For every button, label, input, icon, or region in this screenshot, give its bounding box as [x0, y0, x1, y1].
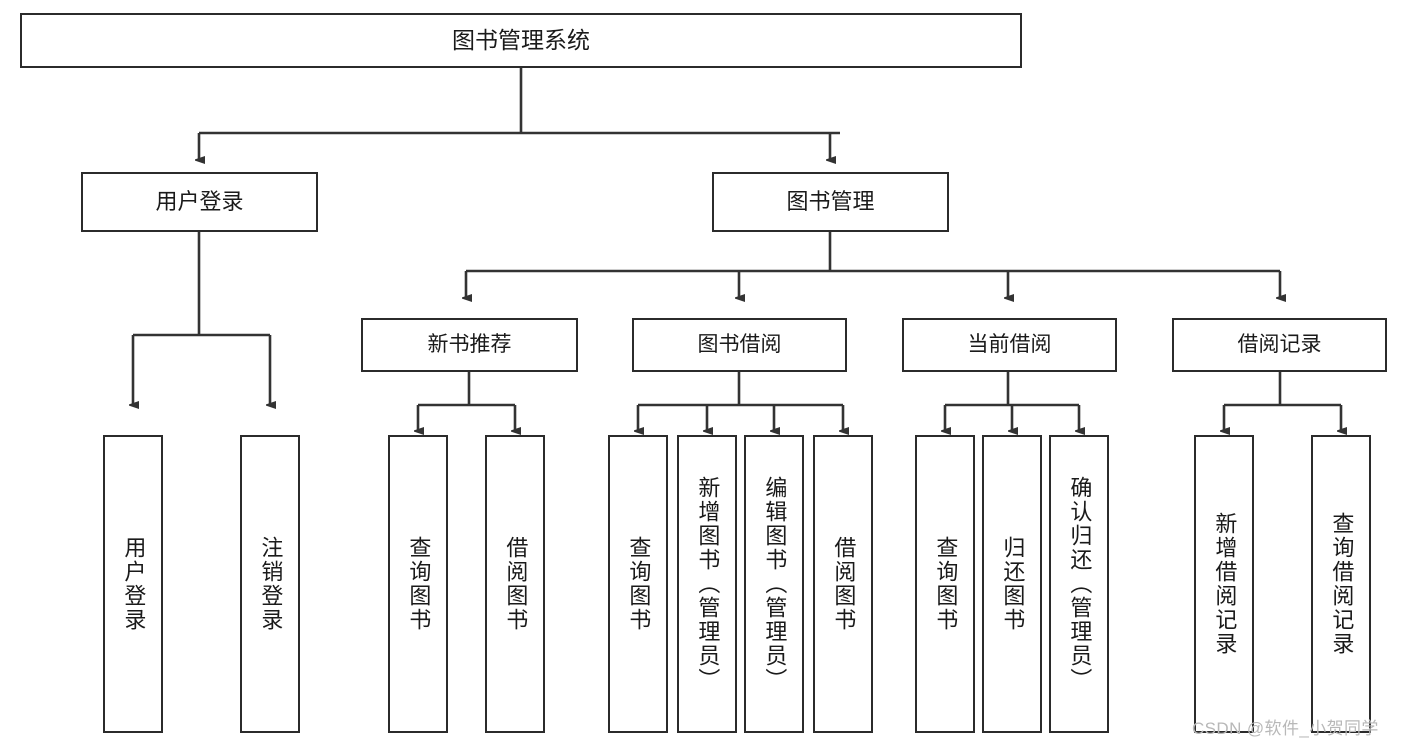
leaf-query-book-current[interactable]: 查询图书 [915, 435, 975, 733]
node-user-login[interactable]: 用户登录 [81, 172, 318, 232]
node-label: 新增图书（管理员） [695, 476, 721, 692]
leaf-edit-book-admin[interactable]: 编辑图书（管理员） [744, 435, 804, 733]
node-book-management[interactable]: 图书管理 [712, 172, 949, 232]
node-new-book-recommend[interactable]: 新书推荐 [361, 318, 578, 372]
node-label: 编辑图书（管理员） [762, 476, 788, 692]
node-label: 借阅图书 [503, 536, 529, 632]
node-label: 查询图书 [933, 536, 959, 632]
leaf-query-borrow-record[interactable]: 查询借阅记录 [1311, 435, 1371, 733]
node-label: 用户登录 [155, 188, 244, 214]
leaf-confirm-return-admin[interactable]: 确认归还（管理员） [1049, 435, 1109, 733]
node-label: 查询图书 [626, 536, 652, 632]
node-label: 新书推荐 [427, 333, 512, 357]
node-label: 查询借阅记录 [1329, 512, 1355, 656]
node-label: 注销登录 [258, 536, 284, 632]
leaf-add-borrow-record[interactable]: 新增借阅记录 [1194, 435, 1254, 733]
node-label: 当前借阅 [967, 333, 1052, 357]
node-label: 图书借阅 [697, 333, 782, 357]
leaf-add-book-admin[interactable]: 新增图书（管理员） [677, 435, 737, 733]
leaf-logout[interactable]: 注销登录 [240, 435, 300, 733]
leaf-query-book-recommend[interactable]: 查询图书 [388, 435, 448, 733]
leaf-return-book[interactable]: 归还图书 [982, 435, 1042, 733]
node-label: 借阅图书 [831, 536, 857, 632]
node-current-borrow[interactable]: 当前借阅 [902, 318, 1117, 372]
csdn-watermark: CSDN @软件_小贺同学 [1192, 719, 1379, 738]
leaf-borrow-book[interactable]: 借阅图书 [813, 435, 873, 733]
node-label: 用户登录 [121, 536, 147, 632]
leaf-borrow-book-recommend[interactable]: 借阅图书 [485, 435, 545, 733]
node-borrow-record[interactable]: 借阅记录 [1172, 318, 1387, 372]
leaf-query-book-borrow[interactable]: 查询图书 [608, 435, 668, 733]
leaf-user-login[interactable]: 用户登录 [103, 435, 163, 733]
node-label: 查询图书 [406, 536, 432, 632]
node-label: 图书管理系统 [452, 26, 590, 53]
node-label: 借阅记录 [1237, 333, 1322, 357]
node-label: 归还图书 [1000, 536, 1026, 632]
node-label: 图书管理 [786, 188, 875, 214]
node-label: 确认归还（管理员） [1067, 476, 1093, 692]
node-book-borrow[interactable]: 图书借阅 [632, 318, 847, 372]
node-label: 新增借阅记录 [1212, 512, 1238, 656]
node-root-book-management-system[interactable]: 图书管理系统 [20, 13, 1022, 68]
